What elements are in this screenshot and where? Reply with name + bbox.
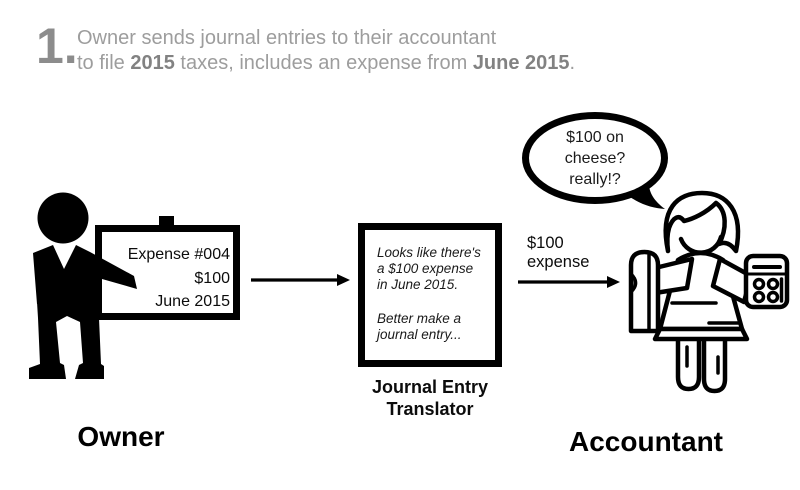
arrow-owner-to-translator-icon [251,274,350,286]
owner-torso-arm [33,245,137,304]
owner-figure-icon [29,192,137,379]
accountant-dress-hem [652,326,750,342]
translator-label: Journal Entry Translator [371,377,489,419]
accountant-face [678,234,724,255]
whiteboard-line: Expense #004 [127,246,230,263]
accountant-figure-icon [628,190,790,394]
accountant-leg [701,329,728,394]
note-line: a $100 expense [377,260,474,276]
step-description: Owner sends journal entries to their acc… [77,26,575,76]
owner-legs [29,302,104,379]
step-description-line1: Owner sends journal entries to their acc… [77,27,497,49]
step-number: 1. [36,18,78,74]
note-line: Better make a [377,311,462,326]
accountant-hair [663,190,741,254]
translator-note-paragraph1: Looks like there's a $100 expense in Jun… [377,245,495,292]
arrow-translator-to-accountant-icon [518,276,620,288]
owner-label: Owner [77,421,165,452]
note-line: Looks like there's [377,245,481,260]
expense-arrow-label: $100 expense [527,234,590,271]
accountant-label: Accountant [569,426,723,457]
speech-line: cheese? [564,149,626,167]
speech-bubble: $100 on cheese? really!? [522,112,668,204]
speech-line: really!? [569,170,621,188]
journal-entry-translator-box [358,223,502,367]
speech-line: $100 on [566,128,624,146]
whiteboard-mount-tab [159,216,174,226]
note-line: journal entry... [377,326,462,342]
whiteboard-line: $100 [194,269,230,287]
receipt-icon [628,249,661,334]
whiteboard-line: June 2015 [155,293,230,310]
whiteboard-text: Expense #004 $100 June 2015 [100,243,230,314]
accountant-left-arm [652,256,695,296]
owner-head [37,192,89,244]
note-line: in June 2015. [377,276,459,292]
translator-note-paragraph2: Better make a journal entry... [377,311,495,343]
step-description-line2: to file 2015 taxes, includes an expense … [77,52,576,74]
calculator-icon [743,253,790,310]
